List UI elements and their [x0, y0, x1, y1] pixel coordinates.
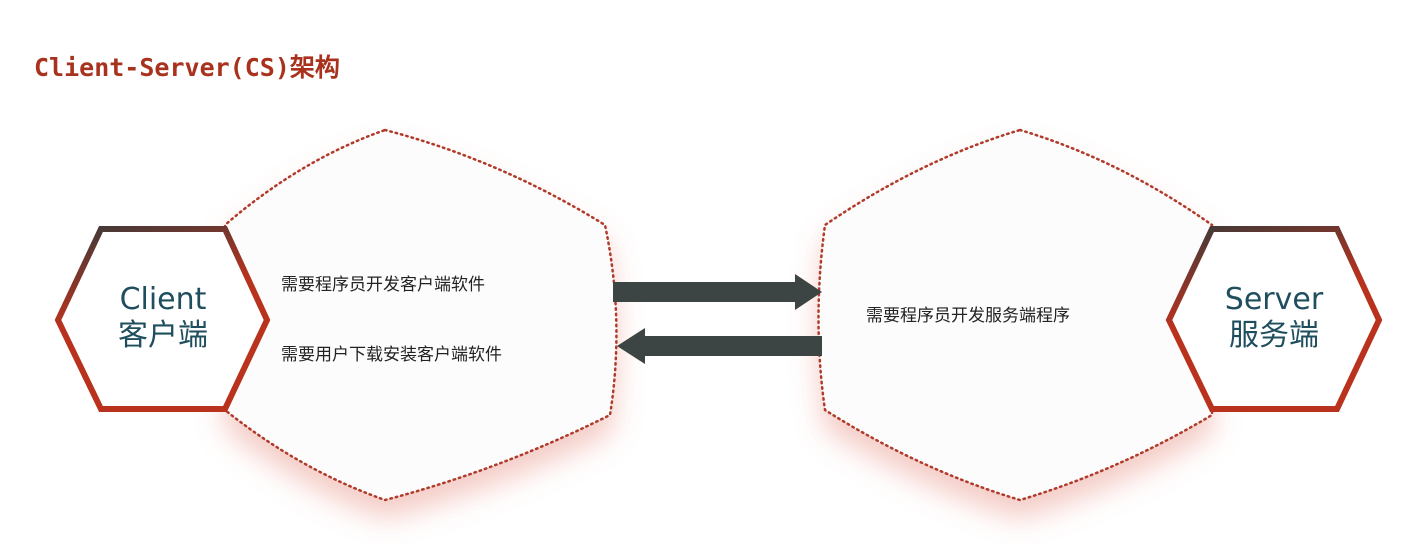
server-hexagon [1165, 226, 1383, 412]
response-arrow [617, 328, 822, 364]
server-label-en: Server [1224, 282, 1324, 317]
server-note-1: 需要程序员开发服务端程序 [866, 306, 1070, 326]
client-label-en: Client [119, 282, 207, 317]
client-label: Client 客户端 [83, 282, 243, 354]
page-title: Client-Server(CS)架构 [34, 53, 340, 82]
client-label-zh: 客户端 [118, 318, 208, 353]
server-label: Server 服务端 [1194, 282, 1354, 354]
server-label-zh: 服务端 [1229, 318, 1319, 353]
request-arrow [613, 274, 822, 310]
server-blob [817, 128, 1214, 502]
client-blob [223, 128, 618, 502]
client-hexagon [54, 226, 271, 412]
client-note-2: 需要用户下载安装客户端软件 [281, 345, 502, 365]
client-note-1: 需要程序员开发客户端软件 [281, 275, 485, 295]
